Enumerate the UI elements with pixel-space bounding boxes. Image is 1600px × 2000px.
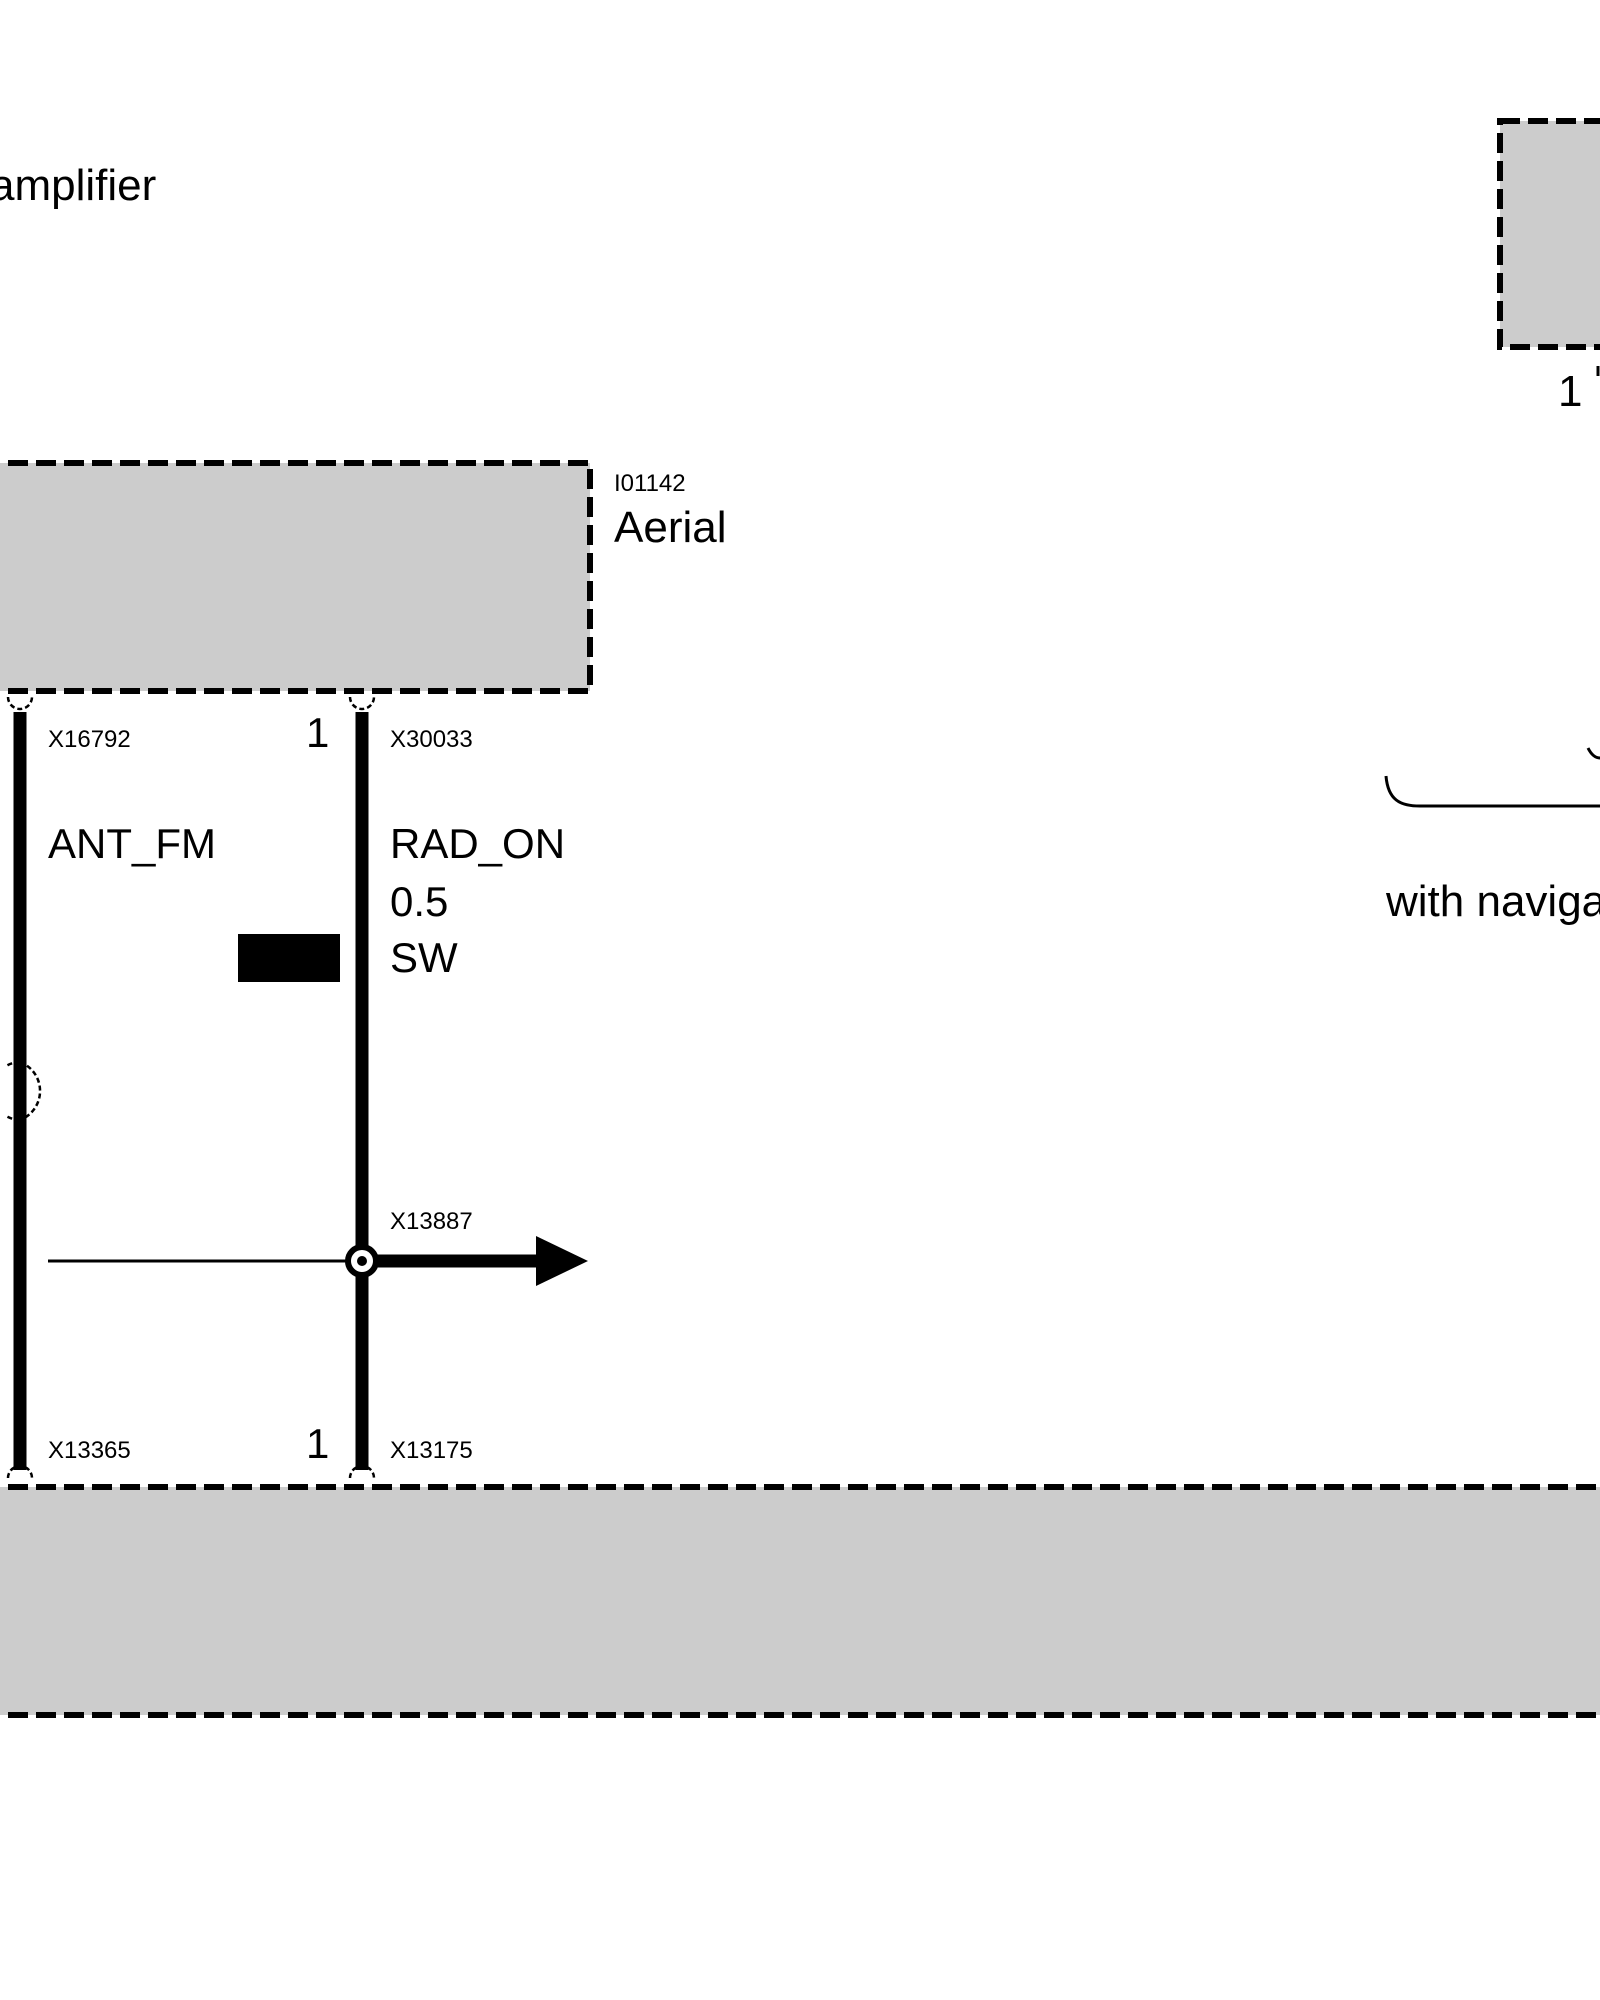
x13365-connector-cap [6,1464,34,1479]
navigation-note-label: with naviga [1385,877,1600,926]
x30033-connector-cap [348,696,376,711]
splice-arrow-head [536,1236,588,1286]
navigation-bracket-right [1586,747,1600,760]
top-right-component-box [1497,118,1600,350]
x13175-pin-number: 1 [306,1420,329,1467]
x30033-pin-number: 1 [306,709,329,756]
ant-fm-shield-marker [19,1060,42,1122]
x30033-connector-label: X30033 [390,726,473,753]
navigation-bracket [1384,775,1600,808]
x16792-connector-label: X16792 [48,726,131,753]
wire-color-marker [238,934,340,982]
top-right-pin-number: 1 [1558,367,1582,416]
ant-fm-shield-marker-left [5,1060,21,1068]
x13175-connector-cap [348,1464,376,1479]
amplifier-label: amplifier [0,161,156,210]
x13175-connector-label: X13175 [390,1437,473,1464]
x13887-connector-label: X13887 [390,1208,473,1235]
rad-on-gauge-label: 0.5 [390,878,448,925]
x13365-connector-label: X13365 [48,1437,131,1464]
ant-fm-signal-label: ANT_FM [48,820,216,867]
x16792-connector-cap [6,696,34,711]
rad-on-signal-label: RAD_ON [390,820,565,867]
rad-on-color-label: SW [390,934,458,981]
aerial-component-code: I01142 [614,470,686,497]
aerial-component-label: Aerial [614,503,727,552]
main-unit-component-box [0,1484,1600,1718]
splice-node-dot [357,1256,367,1266]
ant-fm-shield-marker-left-bottom [5,1114,21,1122]
aerial-component-box [0,460,593,694]
